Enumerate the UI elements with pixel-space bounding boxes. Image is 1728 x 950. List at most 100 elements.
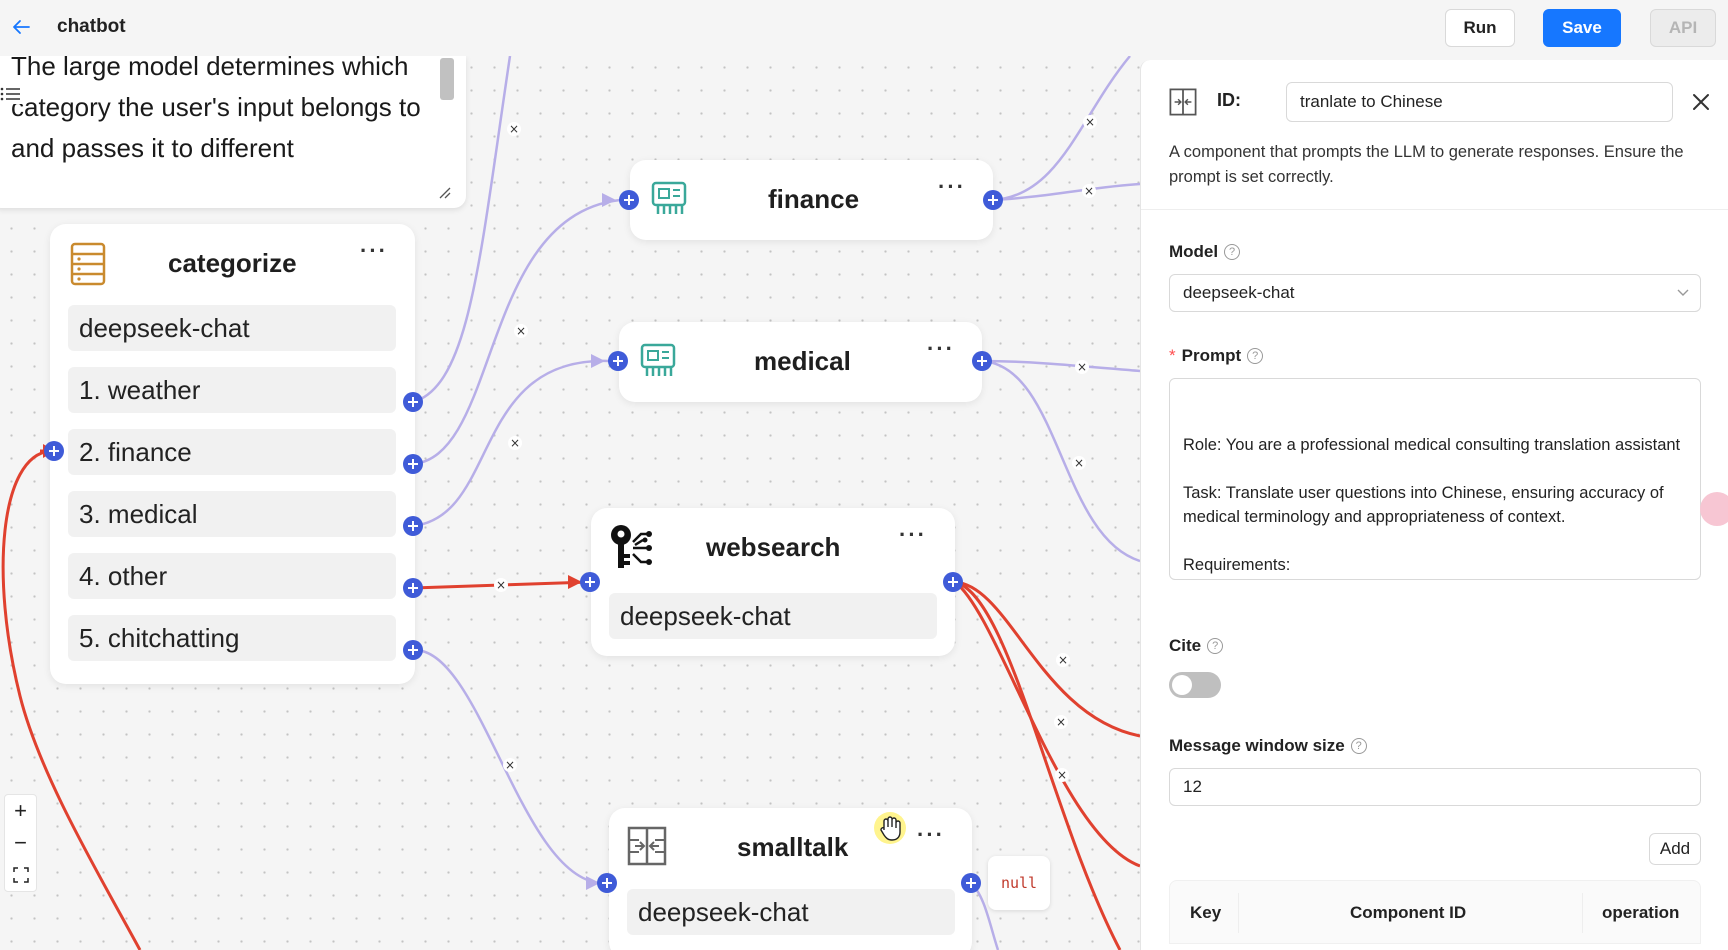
- help-icon[interactable]: ?: [1207, 638, 1224, 654]
- edge-medical: [412, 359, 611, 528]
- output-port-icon[interactable]: [982, 189, 1004, 211]
- node-title: finance: [768, 184, 860, 214]
- categorize-model: deepseek-chat: [68, 305, 396, 351]
- output-port-icon[interactable]: [402, 515, 424, 537]
- edge-delete-icon[interactable]: ×: [1072, 456, 1086, 470]
- more-icon[interactable]: ···: [899, 522, 927, 547]
- node-title: websearch: [706, 532, 841, 562]
- category-item-other: 4. other: [68, 553, 396, 599]
- edge-delete-icon[interactable]: ×: [1082, 184, 1096, 198]
- edge-delete-icon[interactable]: ×: [1055, 768, 1069, 782]
- edge-delete-icon[interactable]: ×: [503, 758, 517, 772]
- edge-delete-icon[interactable]: ×: [514, 324, 528, 338]
- edge-delete-icon[interactable]: ×: [494, 578, 508, 592]
- list-icon: [0, 84, 22, 104]
- input-port-icon[interactable]: [43, 440, 65, 462]
- add-button[interactable]: Add: [1649, 833, 1701, 865]
- component-description: A component that prompts the LLM to gene…: [1169, 143, 1684, 186]
- edge-delete-icon[interactable]: ×: [507, 122, 521, 136]
- message-window-input[interactable]: 12: [1169, 768, 1701, 806]
- edge-finance-out: [992, 56, 1131, 202]
- category-item-medical: 3. medical: [68, 491, 396, 537]
- merge-icon: [627, 826, 667, 866]
- prompt-label: * Prompt ?: [1169, 346, 1264, 366]
- category-item-finance: 2. finance: [68, 429, 396, 475]
- circuit-board-icon: [651, 181, 687, 214]
- fit-view-button[interactable]: [5, 859, 36, 891]
- translate-float-icon[interactable]: [1700, 492, 1728, 526]
- model-label: Model ?: [1169, 242, 1241, 262]
- edge-chitchat: [412, 648, 601, 885]
- prompt-label-text: Prompt: [1181, 346, 1242, 365]
- edge-finance: [412, 198, 621, 466]
- input-port-icon[interactable]: [618, 189, 640, 211]
- fit-view-icon: [12, 867, 29, 883]
- node-title: smalltalk: [737, 832, 849, 862]
- flow-canvas[interactable]: × × × × × × × × × × × × The large model …: [0, 56, 1140, 950]
- help-icon[interactable]: ?: [1350, 738, 1367, 754]
- edge-delete-icon[interactable]: ×: [1075, 360, 1089, 374]
- finance-node[interactable]: finance ···: [630, 160, 993, 240]
- input-port-icon[interactable]: [596, 872, 618, 894]
- note-text: The large model determines which categor…: [11, 56, 421, 163]
- resize-handle-icon[interactable]: [437, 185, 451, 199]
- zoom-controls: + −: [4, 794, 37, 892]
- cite-label-text: Cite: [1169, 636, 1202, 655]
- edge-web-out3: [954, 580, 1140, 868]
- close-icon[interactable]: [1689, 90, 1713, 114]
- zoom-in-button[interactable]: +: [14, 798, 27, 823]
- help-icon[interactable]: ?: [1247, 348, 1264, 364]
- edge-delete-icon[interactable]: ×: [508, 436, 522, 450]
- id-input[interactable]: tranlate to Chinese: [1286, 82, 1673, 122]
- column-divider: [1582, 893, 1583, 933]
- note-node[interactable]: The large model determines which categor…: [0, 56, 466, 208]
- message-window-label: Message window size ?: [1169, 736, 1367, 756]
- edge-delete-icon[interactable]: ×: [1083, 115, 1097, 129]
- output-port-icon[interactable]: [971, 350, 993, 372]
- output-port-icon[interactable]: [402, 391, 424, 413]
- categorize-node[interactable]: categorize ··· deepseek-chat 1. weather …: [50, 224, 415, 684]
- output-port-icon[interactable]: [402, 577, 424, 599]
- more-icon[interactable]: ···: [938, 174, 966, 199]
- parameter-table-header: Key Component ID operation: [1169, 880, 1701, 944]
- node-title: medical: [754, 346, 851, 376]
- zoom-out-button[interactable]: −: [14, 830, 27, 855]
- run-button[interactable]: Run: [1445, 9, 1515, 47]
- more-icon[interactable]: ···: [917, 822, 945, 847]
- note-scrollbar[interactable]: [440, 58, 454, 100]
- prompt-textarea[interactable]: Role: You are a professional medical con…: [1169, 378, 1701, 580]
- circuit-board-icon: [640, 343, 676, 376]
- edge-medical-out: [981, 359, 1140, 373]
- websearch-node[interactable]: websearch ··· deepseek-chat: [591, 508, 955, 656]
- edge-medical-out2: [981, 359, 1140, 563]
- column-component-id: Component ID: [1350, 903, 1467, 922]
- edge-delete-icon[interactable]: ×: [1054, 715, 1068, 729]
- output-port-icon[interactable]: [402, 639, 424, 661]
- page-title: chatbot: [57, 16, 126, 37]
- output-port-icon[interactable]: [942, 571, 964, 593]
- smalltalk-node[interactable]: smalltalk ··· deepseek-chat: [609, 808, 972, 950]
- api-button[interactable]: API: [1650, 9, 1716, 47]
- input-port-icon[interactable]: [607, 350, 629, 372]
- node-settings-panel: ID: tranlate to Chinese A component that…: [1140, 60, 1728, 950]
- edge-layer: [1, 56, 1140, 950]
- help-icon[interactable]: ?: [1224, 244, 1241, 260]
- model-select[interactable]: deepseek-chat: [1169, 274, 1701, 312]
- model-label-text: Model: [1169, 242, 1219, 261]
- cite-toggle[interactable]: [1169, 672, 1221, 698]
- category-item-chitchatting: 5. chitchatting: [68, 615, 396, 661]
- edge-delete-icon[interactable]: ×: [1056, 653, 1070, 667]
- output-port-icon[interactable]: [402, 453, 424, 475]
- arrow-left-icon[interactable]: [10, 16, 32, 38]
- model-select-value: deepseek-chat: [1183, 283, 1295, 302]
- edge-finance-out2: [992, 182, 1140, 202]
- edge-weather: [412, 56, 512, 404]
- save-button[interactable]: Save: [1543, 9, 1621, 47]
- more-icon[interactable]: ···: [927, 336, 955, 361]
- top-bar: chatbot Run Save API: [0, 0, 1728, 56]
- more-icon[interactable]: ···: [360, 238, 388, 263]
- output-port-icon[interactable]: [960, 872, 982, 894]
- medical-node[interactable]: medical ···: [619, 322, 982, 402]
- input-port-icon[interactable]: [579, 571, 601, 593]
- hand-cursor-icon: [874, 812, 906, 844]
